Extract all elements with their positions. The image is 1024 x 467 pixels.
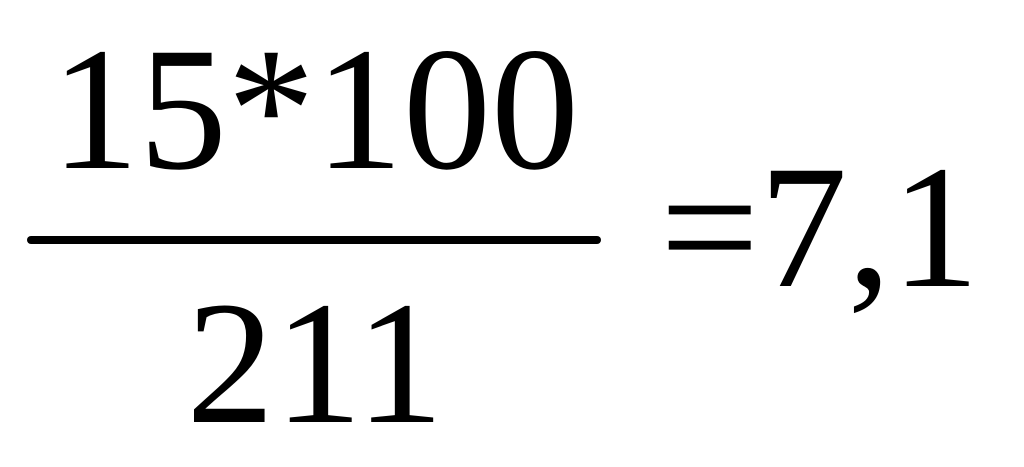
fraction-numerator: 15*100: [51, 12, 579, 207]
fraction-denominator: 211: [186, 266, 444, 461]
fraction-bar: [27, 236, 601, 244]
equation-result: =7,1: [660, 130, 980, 325]
